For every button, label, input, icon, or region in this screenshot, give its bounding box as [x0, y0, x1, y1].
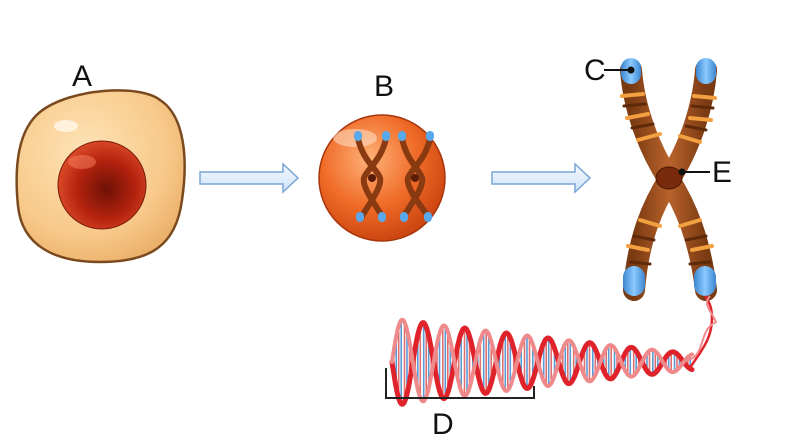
pointer-e-dot — [678, 168, 686, 176]
arrow-b-to-chromosome — [491, 162, 592, 194]
cell-a — [15, 89, 186, 264]
label-c: C — [584, 54, 606, 87]
nucleus-chromosome-right — [398, 131, 434, 222]
chromosome-dark-bands — [622, 102, 715, 266]
centromere — [655, 166, 683, 190]
cell-nucleus — [57, 140, 147, 230]
dna-helix — [389, 295, 718, 407]
cell-highlight — [54, 120, 78, 132]
arrow-a-to-b — [199, 162, 300, 194]
pointer-c-dot — [627, 66, 635, 74]
telomere-top-right — [696, 58, 716, 84]
label-a: A — [72, 60, 92, 93]
nucleus-b — [318, 114, 446, 242]
label-b: B — [374, 70, 394, 103]
telomere-bottom-left — [623, 266, 645, 296]
chromosome-bands — [620, 92, 717, 252]
label-e: E — [712, 156, 732, 189]
nucleus-highlight — [68, 155, 96, 169]
bracket-d — [385, 368, 535, 399]
nucleus-chromosome-left — [354, 131, 390, 222]
dna-strand-2 — [390, 317, 694, 404]
chromosome-large — [620, 58, 717, 301]
label-d: D — [432, 408, 454, 441]
dna-tail-strand-2 — [687, 295, 718, 361]
telomere-bottom-right — [694, 266, 716, 296]
